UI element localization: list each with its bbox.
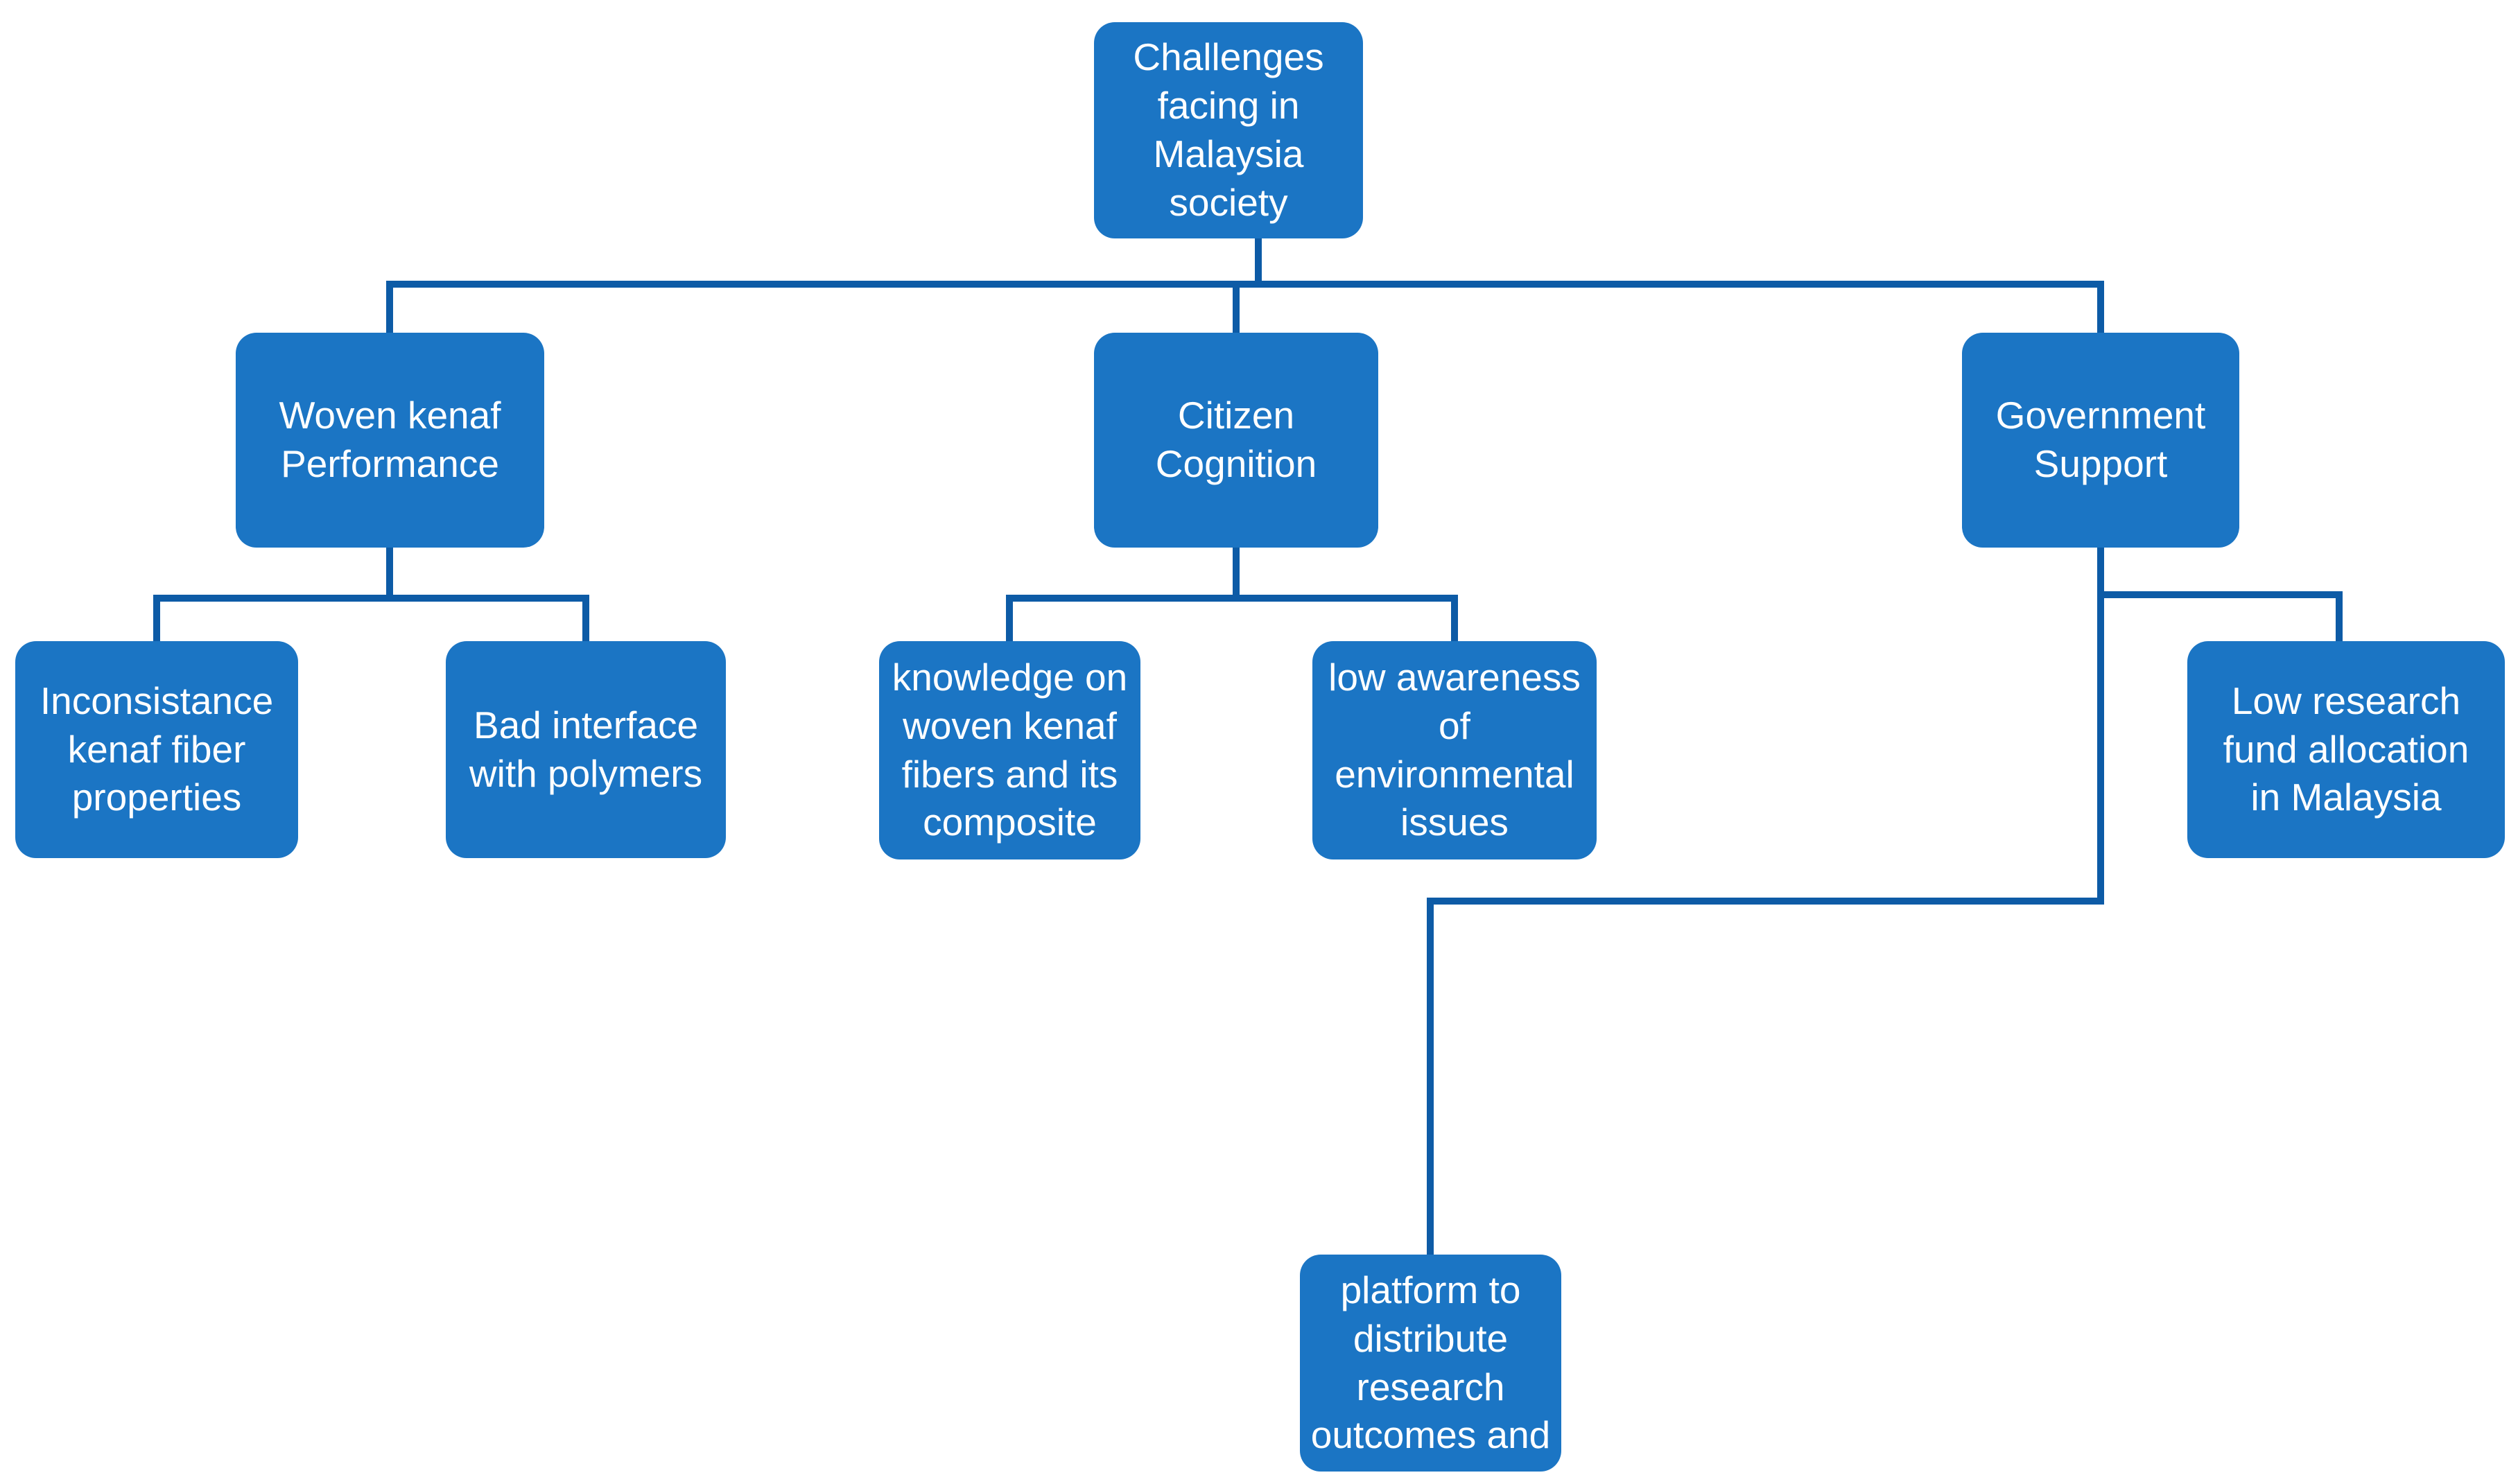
node-bad-interface-polymers: Bad interface with polymers xyxy=(446,641,726,858)
node-inconsistance-kenaf-fiber-label: Inconsistance kenaf fiber properties xyxy=(40,679,274,819)
node-challenges-label: Challenges facing in Malaysia society xyxy=(1133,35,1324,224)
node-challenges: Challenges facing in Malaysia society xyxy=(1094,22,1363,238)
node-low-research-fund-label: Low research fund allocation in Malaysia xyxy=(2223,679,2469,819)
connector-level1-rail xyxy=(386,281,2104,333)
connector-woven-children xyxy=(153,595,589,641)
node-bad-interface-polymers-label: Bad interface with polymers xyxy=(469,703,703,795)
node-knowledge-woven-kenaf-label: knowledge on woven kenaf fibers and its … xyxy=(892,655,1128,844)
node-platform-distribute: platform to distribute research outcomes… xyxy=(1300,1255,1561,1472)
node-citizen-cognition: Citizen Cognition xyxy=(1094,333,1378,548)
node-citizen-cognition-label: Citizen Cognition xyxy=(1155,394,1317,485)
node-platform-distribute-label: platform to distribute research outcomes… xyxy=(1310,1268,1551,1457)
node-woven-kenaf-performance: Woven kenaf Performance xyxy=(236,333,544,548)
connector-government-platform xyxy=(1427,548,2104,1255)
node-knowledge-woven-kenaf: knowledge on woven kenaf fibers and its … xyxy=(879,641,1140,859)
node-low-research-fund: Low research fund allocation in Malaysia xyxy=(2187,641,2505,858)
node-government-support-label: Government Support xyxy=(1995,394,2206,485)
node-low-awareness-environmental: low awareness of environmental issues xyxy=(1312,641,1597,859)
node-woven-kenaf-performance-label: Woven kenaf Performance xyxy=(279,394,501,485)
node-low-awareness-environmental-label: low awareness of environmental issues xyxy=(1328,655,1581,844)
connector-citizen-children xyxy=(1006,595,1458,641)
connector-government-lowresearch xyxy=(2101,591,2343,641)
node-government-support: Government Support xyxy=(1962,333,2239,548)
node-inconsistance-kenaf-fiber: Inconsistance kenaf fiber properties xyxy=(15,641,298,858)
